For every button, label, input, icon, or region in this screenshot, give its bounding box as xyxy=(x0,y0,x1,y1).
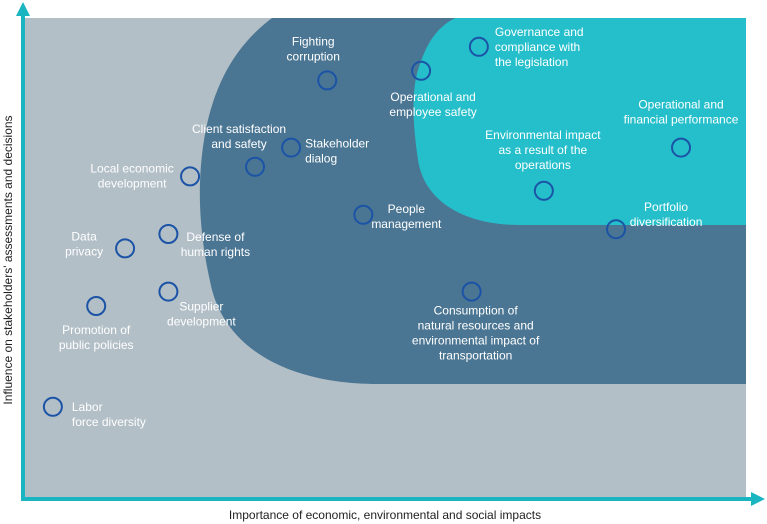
data-point xyxy=(158,224,179,244)
data-point xyxy=(533,180,554,201)
data-point xyxy=(353,204,374,225)
y-axis-title: Influence on stakeholders' assessments a… xyxy=(1,115,15,404)
y-axis-arrow-icon xyxy=(16,2,30,16)
data-point xyxy=(245,156,266,177)
data-point xyxy=(411,60,432,81)
data-point xyxy=(180,166,201,187)
data-point xyxy=(671,137,692,158)
data-point xyxy=(461,281,482,302)
data-point xyxy=(86,296,107,316)
axes xyxy=(16,2,765,506)
x-axis-arrow-icon xyxy=(751,492,765,506)
data-point xyxy=(317,70,338,91)
data-point xyxy=(42,396,63,417)
data-point xyxy=(158,281,179,302)
data-point xyxy=(606,219,627,240)
high-zone xyxy=(413,18,746,225)
x-axis-title: Importance of economic, environmental an… xyxy=(229,508,541,522)
data-point xyxy=(468,36,489,57)
data-point xyxy=(281,137,302,158)
data-point xyxy=(115,238,136,259)
data-points xyxy=(42,36,692,417)
